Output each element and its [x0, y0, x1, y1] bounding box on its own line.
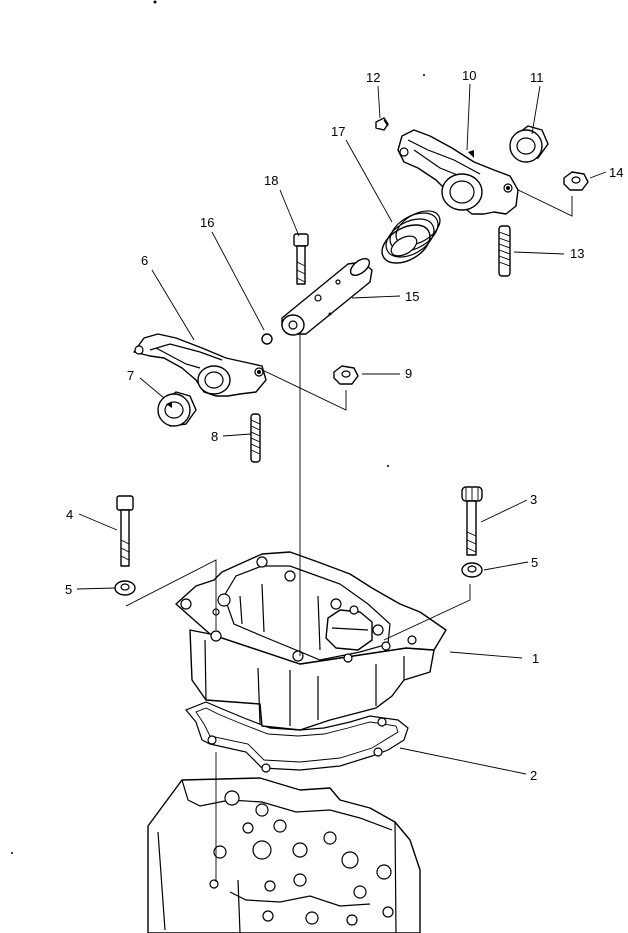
washer-left [114, 580, 136, 596]
rocker-shaft [281, 258, 373, 336]
callout-8: 8 [211, 429, 218, 444]
center-lines [125, 185, 573, 882]
bushing-right [509, 125, 549, 163]
callout-10: 10 [462, 68, 476, 83]
adjusting-screw-right [498, 225, 511, 277]
callout-7: 7 [127, 368, 134, 383]
callout-16: 16 [200, 215, 214, 230]
scan-specks [11, 0, 425, 854]
callout-6: 6 [141, 253, 148, 268]
callout-2: 2 [530, 768, 537, 783]
callout-9: 9 [405, 366, 412, 381]
ball [261, 333, 273, 345]
nut-left [333, 365, 359, 385]
bolt-left [116, 495, 134, 567]
callout-3: 3 [530, 492, 537, 507]
callouts: 1 2 3 4 5 5 6 7 8 9 10 11 12 13 14 15 16… [65, 68, 623, 783]
spring [381, 210, 441, 264]
cylinder-head [147, 777, 421, 933]
gasket [185, 701, 409, 773]
bolt-right [461, 486, 483, 556]
rocker-arm-right [397, 129, 519, 215]
bushing-left [157, 391, 197, 427]
callout-11: 11 [530, 70, 544, 85]
callout-12: 12 [366, 70, 380, 85]
adjusting-screw-left [250, 413, 261, 463]
callout-4: 4 [66, 507, 73, 522]
washer-right [461, 562, 483, 578]
callout-18: 18 [264, 173, 278, 188]
leader-lines [76, 83, 607, 775]
rocker-arm-left [133, 333, 267, 397]
callout-17: 17 [331, 124, 345, 139]
callout-13: 13 [570, 246, 584, 261]
callout-1: 1 [532, 651, 539, 666]
nut-right [563, 171, 589, 191]
callout-15: 15 [405, 289, 419, 304]
bolt-shaft [293, 233, 309, 285]
rocker-housing [175, 551, 447, 731]
callout-5-left: 5 [65, 582, 72, 597]
callout-14: 14 [609, 165, 623, 180]
small-bolt [375, 117, 389, 131]
callout-5-right: 5 [531, 555, 538, 570]
